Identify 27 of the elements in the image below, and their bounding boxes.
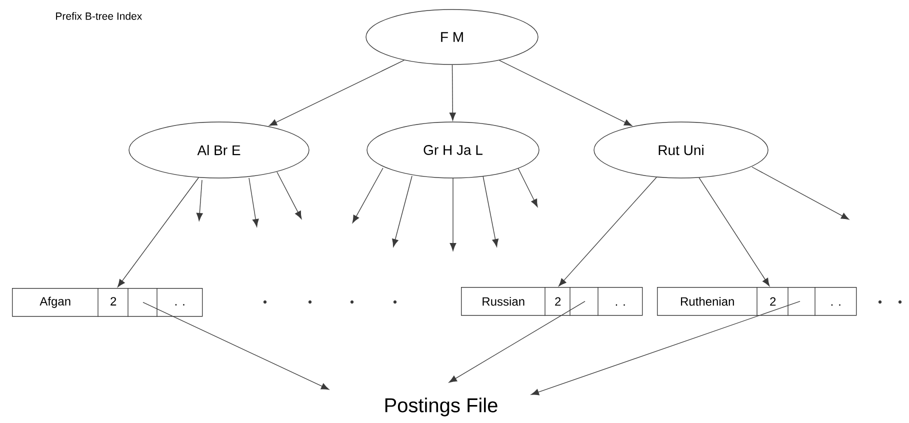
arrow (752, 166, 850, 220)
arrow (448, 301, 586, 383)
arrow (449, 64, 456, 121)
tree-node: Gr H Ja L (366, 122, 540, 178)
diagram-title: Prefix B-tree Index (56, 12, 142, 20)
arrow (268, 60, 405, 126)
arrow (276, 172, 302, 220)
arrow (530, 301, 800, 396)
arrow (248, 178, 259, 227)
tree-node: F M (366, 9, 538, 65)
arrow (392, 176, 412, 247)
tree-node: Al Br E (128, 122, 310, 178)
arrow (352, 168, 384, 224)
record-row: Russian 2 . . (461, 286, 643, 316)
record-row: Ruthenian 2 . . (657, 286, 857, 316)
arrow (498, 60, 632, 126)
arrow (117, 177, 199, 288)
arrow (450, 178, 456, 251)
arrow (142, 302, 330, 390)
arrow (558, 176, 657, 286)
arrow (482, 176, 499, 247)
file-label: Postings File (385, 398, 498, 416)
record-row: Afgan 2 . . (12, 288, 203, 318)
arrow (518, 168, 538, 208)
arrow (698, 177, 770, 286)
arrow (196, 180, 203, 221)
tree-node: Rut Uni (594, 122, 768, 178)
